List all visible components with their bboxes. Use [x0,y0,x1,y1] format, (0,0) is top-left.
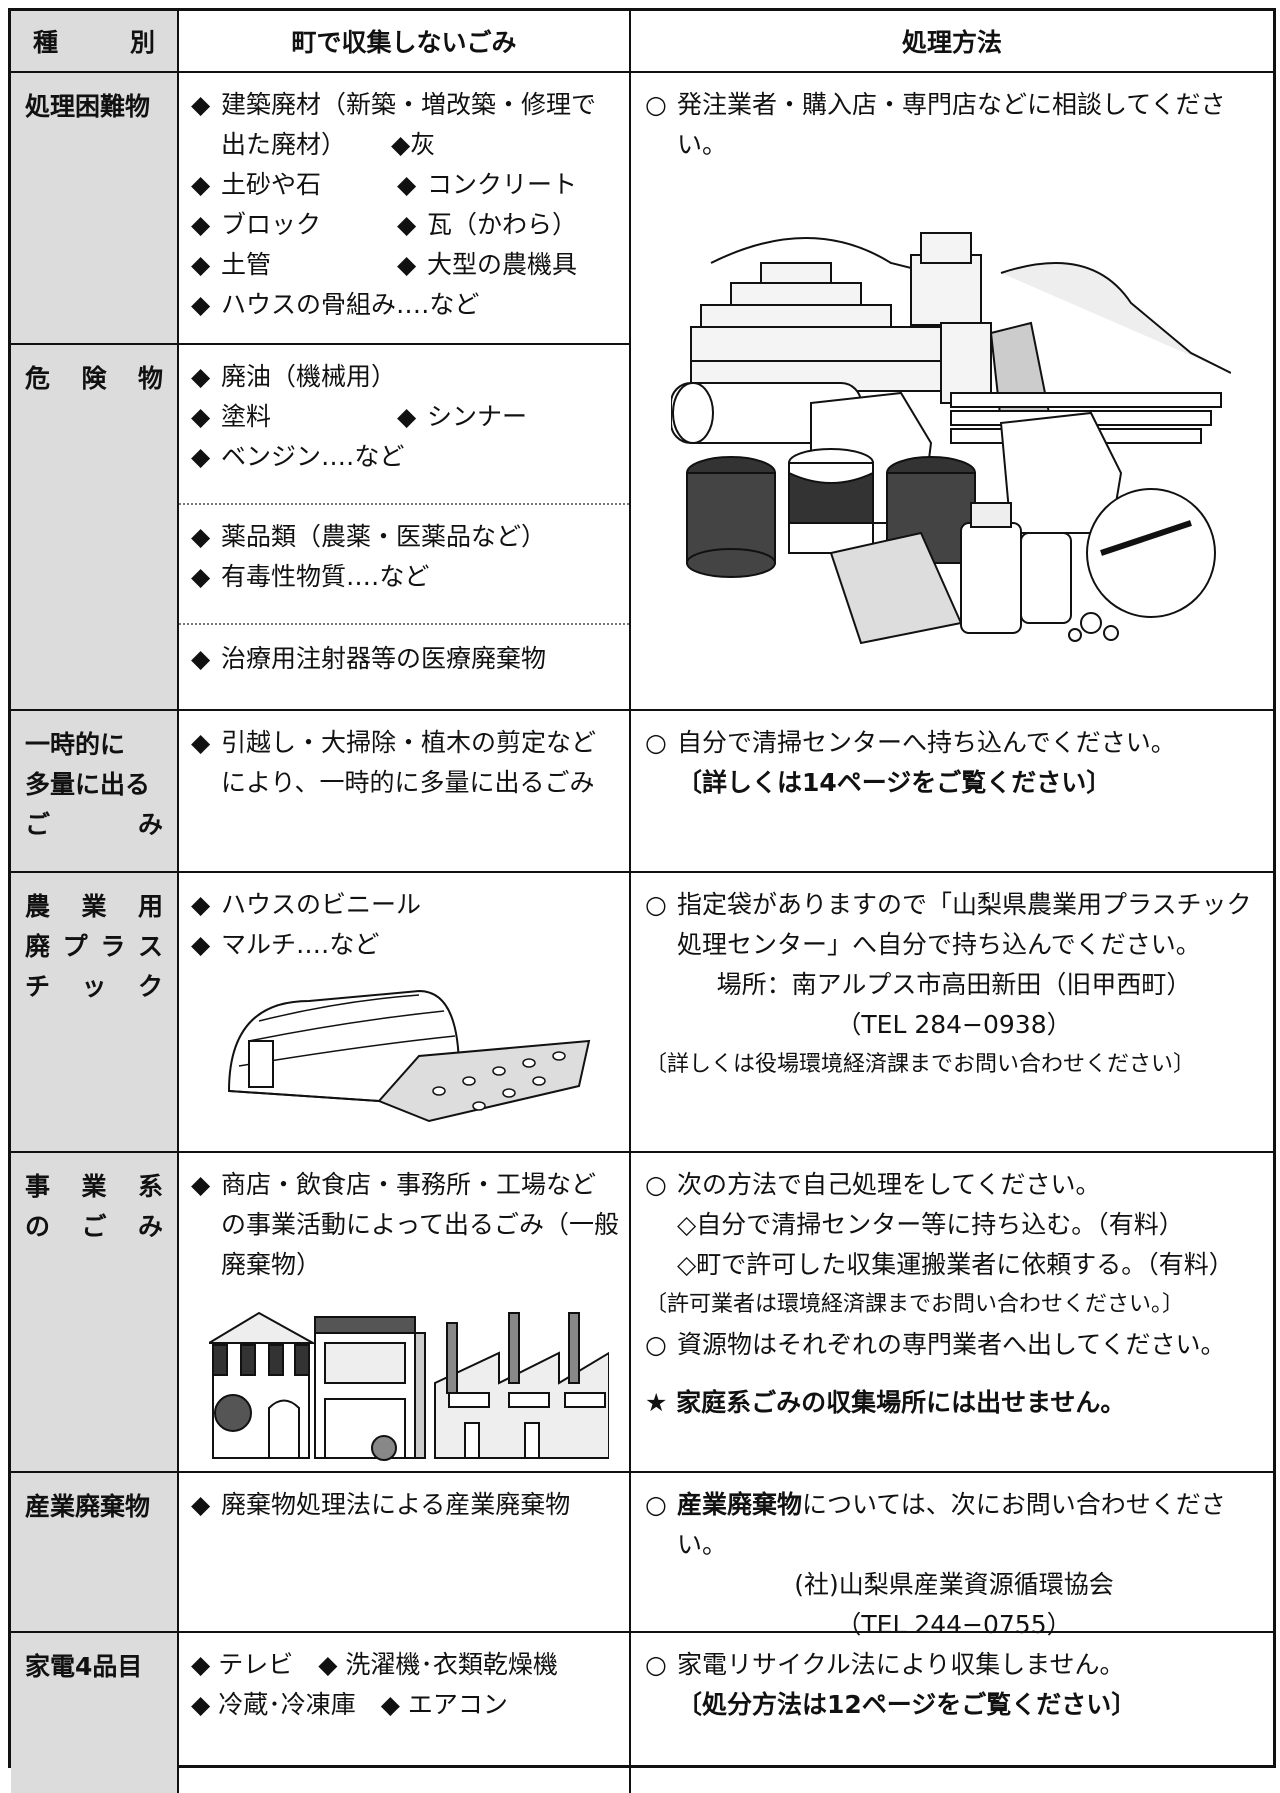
list-item: 建築廃材（新築・増改築・修理で出た廃材） [191,85,619,165]
tel-industrial: （TEL 244−0755） [836,1610,1072,1639]
list-item: ◆ 冷蔵･冷凍庫 ◆ エアコン [191,1690,508,1719]
method-difficult: 発注業者・購入店・専門店などに相談してください。 [645,85,1263,165]
header-not-collected: 町で収集しないごみ [179,11,631,71]
shops-factory-illustration [209,1303,609,1461]
note-temporary: 〔詳しくは14ページをご覧ください〕 [677,768,1112,797]
kind-temporary: 一時的に 多量に出る ごみ [25,730,163,839]
sub-business-2: 町で許可した収集運搬業者に依頼する。（有料） [645,1245,1263,1285]
table-header: 種 別 町で収集しないごみ 処理方法 [11,11,1273,73]
kind-difficult: 処理困難物 [25,92,151,121]
method-appliance: 家電リサイクル法により収集しません。 [645,1645,1263,1685]
method-temporary: 自分で清掃センターへ持ち込んでください。 [645,723,1263,763]
method-industrial: 産業廃棄物については、次にお問い合わせください。 [645,1485,1263,1565]
list-item: 商店・飲食店・事務所・工場などの事業活動によって出るごみ（一般廃棄物） [191,1165,619,1285]
list-difficult: 建築廃材（新築・増改築・修理で出た廃材） [179,73,629,165]
header-kind: 種 別 [11,11,179,71]
list-difficult-grid: ◆土砂や石◆コンクリート ◆ブロック◆瓦（かわら） ◆土管◆大型の農機具 ◆ハウ… [191,170,578,319]
list-item: ハウスのビニール [191,885,619,925]
list-item: 廃棄物処理法による産業廃棄物 [191,1485,619,1525]
note-appliance: 〔処分方法は12ページをご覧ください〕 [677,1690,1137,1719]
table-row-business: 事業系 のごみ 商店・飲食店・事務所・工場などの事業活動によって出るごみ（一般廃… [11,1153,1273,1473]
waste-table: 種 別 町で収集しないごみ 処理方法 処理困難物 危険物 建築廃材（新築・増改築… [8,8,1276,1793]
note-business: 〔許可業者は環境経済課までお問い合わせください。〕 [645,1292,1185,1317]
note-agri: 〔詳しくは役場環境経済課までお問い合わせください〕 [645,1052,1196,1077]
method-business: 次の方法で自己処理をしてください。 [645,1165,1263,1205]
kind-agri: 農業用 廃プラス チック [25,892,163,1001]
warning-business: ★ 家庭系ごみの収集場所には出せません。 [645,1388,1126,1417]
list-item: 引越し・大掃除・植木の剪定などにより、一時的に多量に出るごみ [191,723,619,803]
org-industrial: (社)山梨県産業資源循環協会 [794,1570,1114,1599]
list-hazard-b: ◆薬品類（農薬・医薬品など） ◆有毒性物質‥‥など [191,522,547,591]
kind-hazard: 危険物 [25,364,163,393]
header-method: 処理方法 [901,28,1002,57]
kind-business: 事業系 のごみ [25,1172,163,1241]
list-item: ◆ テレビ ◆ 洗濯機･衣類乾燥機 [191,1650,558,1679]
table-row-difficult-hazard: 処理困難物 危険物 建築廃材（新築・増改築・修理で出た廃材） [11,73,1273,711]
tel-agri: （TEL 284−0938） [836,1010,1072,1039]
waste-pile-illustration [671,223,1231,653]
method-agri: 指定袋がありますので「山梨県農業用プラスチック処理センター」へ自分で持ち込んでく… [645,885,1263,965]
sub-business-1: 自分で清掃センター等に持ち込む。（有料） [645,1205,1263,1245]
place-agri: 場所：南アルプス市高田新田（旧甲西町） [716,970,1192,999]
kind-appliance: 家電4品目 [25,1652,143,1681]
list-hazard-a: ◆廃油（機械用） ◆塗料◆シンナー ◆ベンジン‥‥など [191,362,528,471]
list-item: マルチ‥‥など [191,925,619,965]
list-item-ash: ◆灰 [391,130,436,159]
greenhouse-illustration [219,981,599,1131]
table-row-temporary: 一時的に 多量に出る ごみ 引越し・大掃除・植木の剪定などにより、一時的に多量に… [11,711,1273,873]
table-row-industrial: 産業廃棄物 廃棄物処理法による産業廃棄物 産業廃棄物については、次にお問い合わせ… [11,1473,1273,1639]
method-business-2: 資源物はそれぞれの専門業者へ出してください。 [645,1325,1263,1365]
kind-industrial: 産業廃棄物 [25,1492,151,1521]
list-hazard-c: ◆治療用注射器等の医療廃棄物 [191,644,547,673]
table-row-appliance: 家電4品目 ◆ テレビ ◆ 洗濯機･衣類乾燥機 ◆ 冷蔵･冷凍庫 ◆ エアコン … [11,1633,1273,1793]
